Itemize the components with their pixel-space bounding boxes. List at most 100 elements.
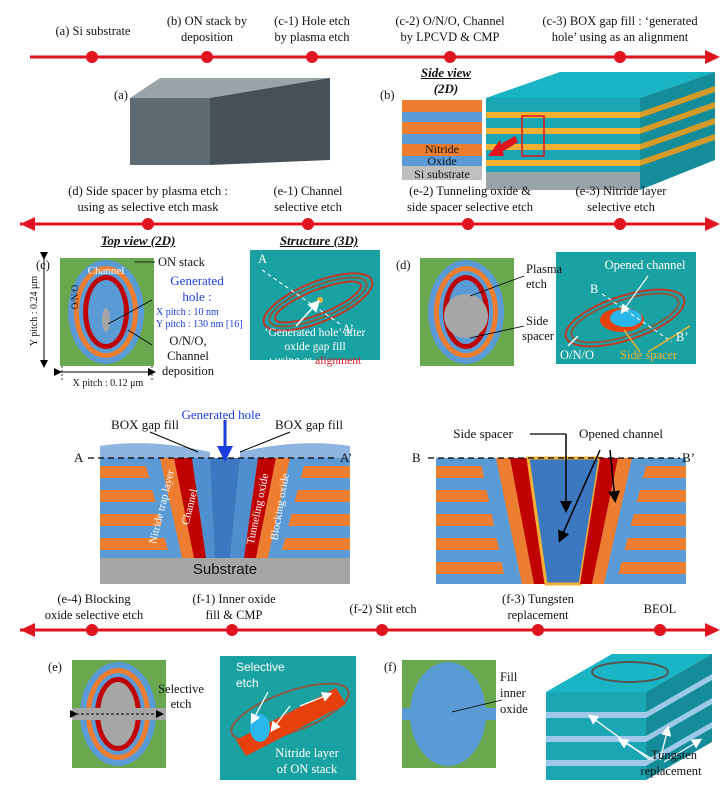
opened-channel-cross: Opened channel (578, 426, 664, 441)
structure-3d-e (220, 656, 356, 780)
step-c1-line1: (c-1) Hole etch (274, 14, 350, 28)
panel-f-label: (f) (384, 660, 397, 674)
step-e3-line2: selective etch (587, 200, 655, 214)
nitride-layer-1: Nitride layer (275, 746, 339, 760)
ono-label-3: deposition (161, 364, 215, 378)
b-label-cross: B (412, 450, 421, 465)
y-pitch-hole: Y pitch : 130 nm [16] (156, 319, 243, 330)
x-pitch-label: X pitch : 0.12 μm (72, 378, 144, 389)
ono-label-3d: O/N/O (560, 348, 595, 362)
step-f2: (f-2) Slit etch (349, 602, 417, 616)
structure-3d-title: Structure (3D) (279, 233, 359, 248)
step-e2-line1: (e-2) Tunneling oxide & (409, 184, 531, 198)
selective-etch-3d-1: Selective (236, 660, 285, 674)
top-view-d (420, 258, 525, 366)
a-prime-label-cross: A’ (340, 450, 353, 465)
step-e2-line2: side spacer selective etch (407, 200, 533, 214)
si-substrate-label: Si substrate (414, 167, 470, 181)
step-d-line2: using as selective etch mask (77, 200, 219, 214)
fill-inner-oxide-3: oxide (500, 702, 528, 716)
step-b-line2: deposition (180, 30, 234, 44)
oxide-label: Oxide (427, 154, 457, 168)
side-spacer-3d: Side spacer (620, 348, 678, 362)
step-e4-line1: (e-4) Blocking (57, 592, 131, 606)
x-pitch-hole: X pitch : 10 nm (156, 307, 219, 318)
step-b-line1: (b) ON stack by (166, 14, 248, 28)
box-gap-fill-left: BOX gap fill (111, 417, 179, 432)
step-beol: BEOL (643, 602, 677, 616)
top-view-c (40, 252, 156, 380)
quote-line-3: : using as alignment (250, 354, 380, 368)
y-pitch-label: Y pitch : 0.24 μm (29, 275, 40, 347)
quote-line-1: ‘Generated hole’ after (264, 327, 366, 339)
top-view-title: Top view (2D) (100, 233, 176, 248)
box-gap-fill-right: BOX gap fill (275, 417, 343, 432)
panel-e-label: (e) (48, 660, 62, 674)
si-substrate-block (130, 78, 330, 165)
ono-side-label: O/N/O (70, 284, 80, 310)
cross-section-b (428, 433, 686, 586)
ono-label-2: Channel (167, 349, 209, 363)
timeline-1 (30, 50, 720, 64)
step-f3-line2: replacement (507, 608, 569, 622)
step-e1-line1: (e-1) Channel (273, 184, 343, 198)
structure-3d-d (556, 252, 696, 364)
timeline-2 (20, 217, 720, 231)
generated-hole-cross: Generated hole (181, 407, 261, 422)
generated-hole-label-1: Generated (170, 273, 224, 288)
step-e1-line2: selective etch (274, 200, 342, 214)
b-prime-label-3d: B’ (676, 330, 689, 344)
quote-alignment: alignment (315, 355, 362, 367)
step-e3-line1: (e-3) Nitride layer (575, 184, 667, 198)
side-view-title: Side view (420, 65, 472, 80)
generated-hole-label-2: hole : (182, 289, 212, 304)
b-label-3d: B (590, 282, 599, 296)
step-c2-line1: (c-2) O/N/O, Channel (395, 14, 505, 28)
quote-line-2: oxide gap fill (284, 341, 346, 353)
step-c2-line2: by LPCVD & CMP (400, 30, 500, 44)
step-f3-line1: (f-3) Tungsten (502, 592, 574, 606)
top-view-e (70, 660, 166, 768)
step-c1-line2: by plasma etch (274, 30, 350, 44)
tungsten-2: replacement (640, 764, 702, 778)
selective-etch-1: Selective (158, 682, 204, 696)
structure-3d-c (250, 250, 380, 360)
timeline-3 (20, 623, 720, 637)
top-view-f (402, 660, 503, 768)
side-spacer-2: spacer (522, 329, 554, 343)
step-f1-line1: (f-1) Inner oxide (192, 592, 276, 606)
side-view-title-2d: (2D) (433, 81, 459, 96)
a-label-cross: A (74, 450, 84, 465)
step-c3-line1: (c-3) BOX gap fill : ‘generated (542, 14, 698, 28)
ono-label-1: O/N/O, (169, 334, 207, 348)
cross-section-a (88, 420, 350, 584)
tungsten-block-3d (546, 654, 712, 780)
selective-etch-2: etch (170, 697, 192, 711)
selective-etch-3d-2: etch (236, 676, 259, 690)
fill-inner-oxide-2: inner (500, 686, 526, 700)
fill-inner-oxide-1: Fill (500, 670, 518, 684)
quote-line-3a: : using as (268, 355, 316, 367)
step-a: (a) Si substrate (55, 24, 131, 38)
step-c3-line2: hole’ using as an alignment (551, 30, 689, 44)
step-e4-line2: oxide selective etch (44, 608, 144, 622)
panel-c-label: (c) (36, 258, 50, 272)
on-stack-3d (486, 72, 715, 190)
panel-b-label: (b) (380, 88, 395, 102)
b-prime-label-cross: B’ (682, 450, 695, 465)
substrate-label: Substrate (192, 561, 258, 578)
panel-a-label: (a) (114, 88, 128, 102)
a-prime-label-3d: A’ (342, 322, 354, 336)
side-spacer-1: Side (526, 314, 549, 328)
panel-d-label: (d) (396, 258, 411, 272)
on-stack-label: ON stack (158, 255, 205, 269)
channel-label: Channel (87, 265, 125, 277)
tungsten-1: Tungsten (650, 748, 698, 762)
side-spacer-cross: Side spacer (453, 426, 513, 441)
nitride-label: Nitride (425, 142, 459, 156)
step-d-line1: (d) Side spacer by plasma etch : (68, 184, 228, 198)
nitride-layer-2: of ON stack (276, 762, 338, 776)
plasma-etch-1: Plasma (526, 262, 563, 276)
step-f1-line2: fill & CMP (205, 608, 263, 622)
